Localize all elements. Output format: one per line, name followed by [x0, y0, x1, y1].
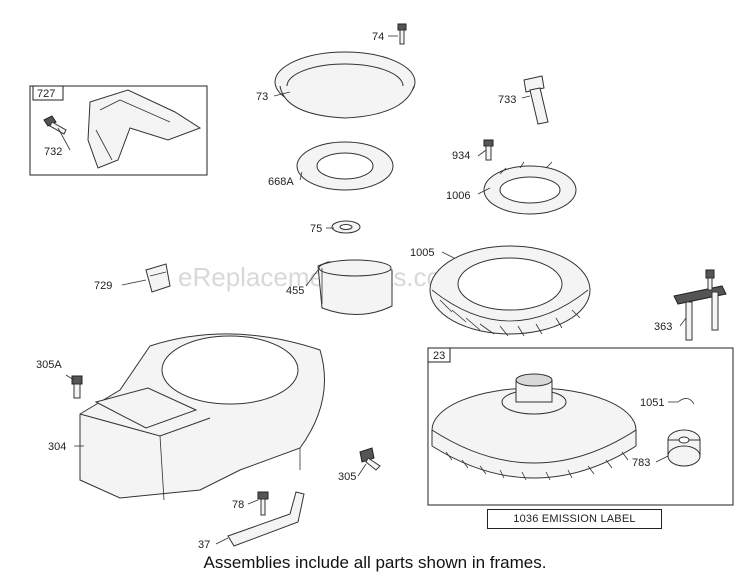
part-732-screw[interactable] — [43, 115, 67, 135]
part-37-air-guide[interactable] — [227, 491, 305, 547]
callout-934: 934 — [452, 150, 470, 162]
part-1005-fan[interactable] — [429, 245, 591, 337]
callout-305a: 305A — [36, 359, 62, 371]
callout-1005: 1005 — [410, 247, 434, 259]
callout-75: 75 — [310, 223, 322, 235]
part-733-bolt[interactable] — [523, 75, 549, 125]
part-727-shroud[interactable] — [87, 89, 202, 169]
callout-363: 363 — [654, 321, 672, 333]
frame-23 — [427, 347, 734, 506]
caption: Assemblies include all parts shown in fr… — [203, 553, 547, 572]
callout-732: 732 — [44, 146, 62, 158]
part-75-washer[interactable] — [331, 220, 361, 234]
callout-37: 37 — [198, 539, 210, 551]
part-934-screw[interactable] — [483, 139, 494, 161]
callout-1051: 1051 — [640, 397, 664, 409]
part-305-screw[interactable] — [359, 447, 381, 471]
callout-727: 727 — [37, 88, 55, 100]
part-1006-retainer[interactable] — [483, 161, 577, 215]
part-668a-ring[interactable] — [296, 141, 394, 191]
callout-23: 23 — [433, 350, 445, 362]
callout-74: 74 — [372, 31, 384, 43]
part-729-grommet[interactable] — [145, 263, 171, 293]
part-305a-screw[interactable] — [71, 375, 83, 399]
part-23-flywheel[interactable] — [431, 373, 637, 481]
callout-455: 455 — [286, 285, 304, 297]
callout-729: 729 — [94, 280, 112, 292]
callout-783: 783 — [632, 457, 650, 469]
part-73-screen[interactable] — [274, 51, 416, 119]
callout-1006: 1006 — [446, 190, 470, 202]
frame-727 — [29, 85, 208, 176]
part-783-gear[interactable] — [667, 429, 701, 467]
emission-label-box: 1036 EMISSION LABEL — [487, 509, 662, 529]
callout-305: 305 — [338, 471, 356, 483]
callout-73: 73 — [256, 91, 268, 103]
callout-78: 78 — [232, 499, 244, 511]
callout-304: 304 — [48, 441, 66, 453]
part-78-screw[interactable] — [257, 491, 269, 516]
leader-lines — [57, 35, 687, 545]
part-304-blower-housing[interactable] — [79, 333, 325, 501]
part-363-ground-stop[interactable] — [673, 269, 727, 341]
part-1051-clip[interactable] — [677, 398, 695, 405]
callout-733: 733 — [498, 94, 516, 106]
part-74-bolt[interactable] — [397, 23, 407, 45]
part-455-starter-cup[interactable] — [317, 259, 393, 316]
callout-668a: 668A — [268, 176, 294, 188]
